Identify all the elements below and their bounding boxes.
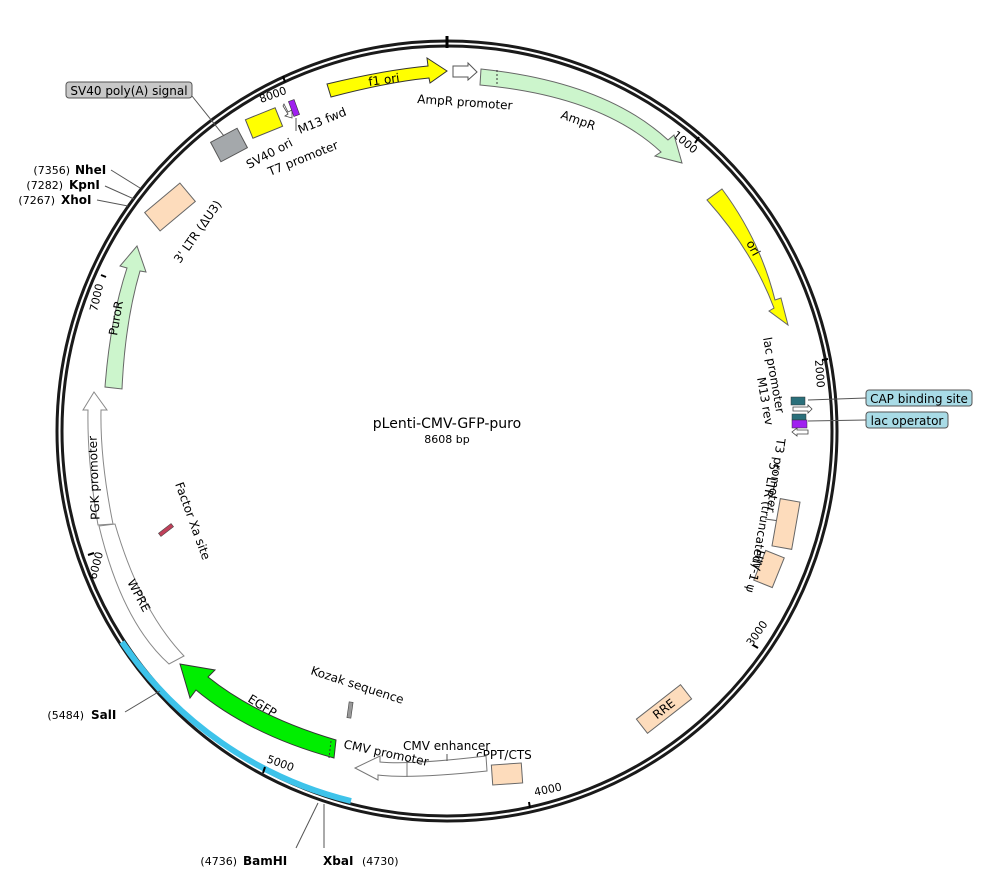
feature-kozak[interactable] — [346, 701, 354, 719]
highlight-region-arc — [119, 640, 352, 804]
site-leaders-bottom — [295, 802, 325, 849]
svg-text:PGK promoter: PGK promoter — [86, 436, 103, 520]
svg-text:SV40 poly(A) signal: SV40 poly(A) signal — [70, 84, 187, 98]
site-sali[interactable]: (5484) SalI — [47, 708, 116, 722]
feature-egfp[interactable]: EGFP — [179, 663, 337, 759]
site-xbai[interactable]: XbaI (4730) — [323, 854, 399, 868]
label-cmv-enhancer: CMV enhancer — [403, 739, 490, 753]
tick-marks — [87, 75, 829, 809]
feature-puror[interactable]: PuroR — [104, 245, 147, 390]
feature-wpre[interactable]: WPRE — [98, 523, 185, 665]
feature-ampr[interactable]: AmpR — [479, 68, 683, 164]
feature-hiv1-psi[interactable] — [753, 549, 785, 589]
svg-text:(7356): (7356) — [33, 164, 70, 177]
svg-text:lac operator: lac operator — [871, 414, 944, 428]
feature-f1-ori[interactable]: f1 ori — [326, 56, 448, 98]
feature-cap-binding[interactable] — [790, 396, 806, 406]
svg-text:SalI: SalI — [91, 708, 116, 722]
feature-5-ltr-truncated[interactable] — [771, 498, 801, 550]
feature-cppt-cts[interactable] — [490, 762, 524, 786]
tag-sv40-polya[interactable]: SV40 poly(A) signal — [65, 81, 193, 99]
svg-text:XhoI: XhoI — [61, 193, 92, 207]
svg-text:(4730): (4730) — [362, 855, 399, 868]
plasmid-name: pLenti-CMV-GFP-puro — [373, 416, 521, 432]
plasmid-size: 8608 bp — [424, 433, 469, 446]
site-kpni[interactable]: (7282) KpnI — [26, 178, 99, 192]
site-leaders-top-left — [96, 169, 141, 207]
svg-text:CAP binding site: CAP binding site — [870, 392, 968, 406]
feature-lac-promoter-arrow[interactable] — [792, 404, 813, 414]
feature-t7-promoter-arrow[interactable] — [282, 103, 293, 119]
feature-cmv-enhancer-promoter[interactable] — [353, 755, 488, 781]
svg-text:f1 ori: f1 ori — [367, 71, 400, 89]
svg-text:NheI: NheI — [75, 163, 106, 177]
leader-lac-operator — [807, 419, 867, 422]
tick-label-4000: 4000 — [533, 780, 563, 799]
label-cppt-cts: cPPT/CTS — [476, 748, 532, 762]
site-bamhi[interactable]: (4736) BamHI — [200, 854, 287, 868]
svg-text:(7267): (7267) — [18, 194, 55, 207]
leader-cap — [807, 397, 867, 401]
feature-3-ltr[interactable] — [143, 182, 197, 232]
svg-text:(4736): (4736) — [200, 855, 237, 868]
svg-text:AmpR promoter: AmpR promoter — [417, 92, 513, 113]
feature-pgk-promoter[interactable]: PGK promoter — [82, 391, 114, 526]
feature-sv40-polya[interactable] — [209, 127, 249, 163]
svg-text:XbaI: XbaI — [323, 854, 353, 868]
site-xhoi[interactable]: (7267) XhoI — [18, 193, 91, 207]
feature-lac-operator[interactable] — [791, 413, 808, 429]
leader-sali — [124, 690, 161, 713]
tag-lac-operator[interactable]: lac operator — [865, 411, 949, 429]
site-nhei[interactable]: (7356) NheI — [33, 163, 106, 177]
feature-m13-fwd-marker[interactable] — [288, 99, 300, 117]
svg-text:BamHI: BamHI — [243, 854, 287, 868]
feature-sv40-ori[interactable] — [244, 107, 284, 139]
tag-cap-binding-site[interactable]: CAP binding site — [865, 389, 973, 407]
feature-factor-xa[interactable] — [158, 523, 174, 537]
feature-ori[interactable]: ori — [706, 188, 789, 327]
tick-label-2000: 2000 — [812, 359, 827, 388]
feature-rre[interactable]: RRE — [635, 683, 693, 735]
svg-text:AmpR: AmpR — [559, 108, 597, 133]
leader-sv40-polya — [191, 95, 225, 137]
svg-text:PuroR: PuroR — [106, 300, 126, 337]
feature-m13-rev-arrow[interactable] — [791, 427, 809, 437]
svg-text:(5484): (5484) — [47, 709, 84, 722]
svg-text:KpnI: KpnI — [69, 178, 100, 192]
svg-text:(7282): (7282) — [26, 179, 63, 192]
feature-ampr-promoter[interactable]: AmpR promoter — [417, 61, 513, 113]
tick-label-7000: 7000 — [87, 282, 106, 312]
label-kozak: Kozak sequence — [309, 664, 405, 707]
label-factor-xa: Factor Xa site — [172, 480, 213, 561]
label-m13-fwd: M13 fwd — [296, 105, 348, 137]
svg-text:ori: ori — [743, 238, 763, 258]
